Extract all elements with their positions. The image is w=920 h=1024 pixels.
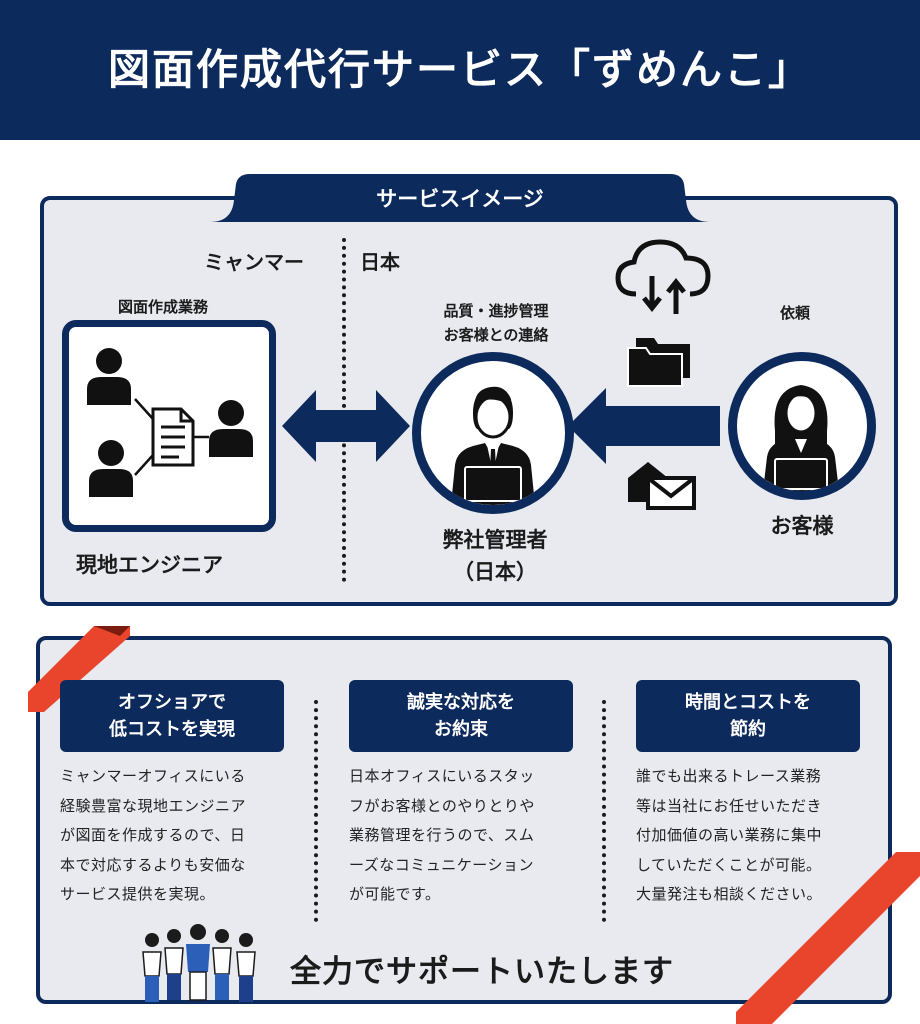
feature-title-1-line2: 低コストを実現: [109, 719, 235, 740]
feature-title-box-1: オフショアで 低コストを実現: [60, 680, 284, 752]
feature-desc-2: 日本オフィスにいるスタッ フがお客様とのやりとりや 業務管理を行うので、スム ー…: [349, 762, 535, 910]
header-bar: 図面作成代行サービス「ずめんこ」: [0, 0, 920, 140]
right-task-label: 依頼: [780, 304, 811, 322]
feature-title-1-line1: オフショアで: [118, 692, 226, 713]
feature-2-line: フがお客様とのやりとりや: [349, 796, 535, 815]
footer-tagline: 全力でサポートいたします: [290, 954, 674, 990]
feature-title-3-line1: 時間とコストを: [685, 692, 811, 713]
corner-ribbon-top-left: [28, 626, 130, 712]
center-task-label-1: 品質・進捗管理: [443, 302, 549, 320]
left-caption: 現地エンジニア: [76, 553, 223, 577]
feature-desc-3: 誰でも出来るトレース業務 等は当社にお任せいただき 付加価値の高い業務に集中 し…: [636, 762, 822, 910]
corner-ribbon-bottom-right: [736, 852, 920, 1024]
mail-icon: [628, 462, 696, 510]
feature-2-line: 日本オフィスにいるスタッ: [349, 767, 535, 785]
left-task-label: 図面作成業務: [118, 298, 209, 316]
left-arrow-icon: [568, 388, 720, 464]
feature-title-box-3: 時間とコストを 節約: [636, 680, 860, 752]
double-arrow-icon: [282, 390, 410, 462]
person-icon: [209, 400, 253, 457]
feature-3-line: していただくことが可能。: [636, 855, 822, 874]
feature-3-line: 大量発注も相談ください。: [636, 885, 823, 903]
page-title: 図面作成代行サービス「ずめんこ」: [107, 45, 812, 94]
engineer-workflow-graphic: [87, 348, 253, 497]
customer-avatar: [728, 352, 876, 500]
feature-3-line: 付加価値の高い業務に集中: [636, 826, 823, 844]
feature-3-line: 等は当社にお任せいただき: [636, 796, 823, 815]
tab-shape: [210, 174, 710, 222]
feature-1-line: ミャンマーオフィスにいる: [60, 767, 246, 785]
person-icon: [87, 348, 131, 405]
manager-avatar: [412, 352, 574, 514]
team-icon: [142, 924, 256, 1002]
feature-desc-1: ミャンマーオフィスにいる 経験豊富な現地エンジニア が図面を作成するので、日 本…: [60, 762, 246, 910]
center-task-label-2: お客様との連絡: [443, 326, 549, 344]
feature-2-line: ーズなコミュニケーション: [349, 855, 534, 874]
feature-title-3-line2: 節約: [730, 719, 766, 740]
feature-2-line: が可能です。: [349, 885, 441, 903]
cloud-sync-icon: [615, 239, 711, 314]
right-caption: お客様: [770, 514, 834, 538]
customer-icon: [763, 385, 839, 491]
feature-title-2-line1: 誠実な対応を: [407, 692, 515, 713]
center-caption-1: 弊社管理者: [442, 528, 548, 552]
feature-divider-1: [314, 700, 318, 922]
feature-3-line: 誰でも出来るトレース業務: [636, 767, 822, 785]
feature-1-line: が図面を作成するので、日: [60, 826, 246, 844]
document-icon: [151, 407, 195, 467]
region-label-myanmar: ミャンマー: [204, 250, 304, 274]
feature-1-line: 経験豊富な現地エンジニア: [60, 796, 247, 815]
region-label-japan: 日本: [360, 250, 400, 274]
center-caption-2: （日本）: [453, 560, 537, 584]
feature-1-line: サービス提供を実現。: [60, 885, 216, 903]
feature-divider-2: [602, 700, 606, 922]
manager-icon: [451, 386, 535, 505]
folder-icon: [627, 338, 690, 387]
section-tab: サービスイメージ: [210, 174, 710, 224]
feature-2-line: 業務管理を行うので、スム: [349, 826, 535, 844]
feature-title-2-line2: お約束: [434, 719, 488, 740]
feature-title-box-2: 誠実な対応を お約束: [349, 680, 573, 752]
feature-1-line: 本で対応するよりも安価な: [60, 855, 246, 874]
person-icon: [89, 440, 133, 497]
section-tab-label: サービスイメージ: [376, 187, 544, 211]
engineer-group-frame: [62, 320, 276, 532]
